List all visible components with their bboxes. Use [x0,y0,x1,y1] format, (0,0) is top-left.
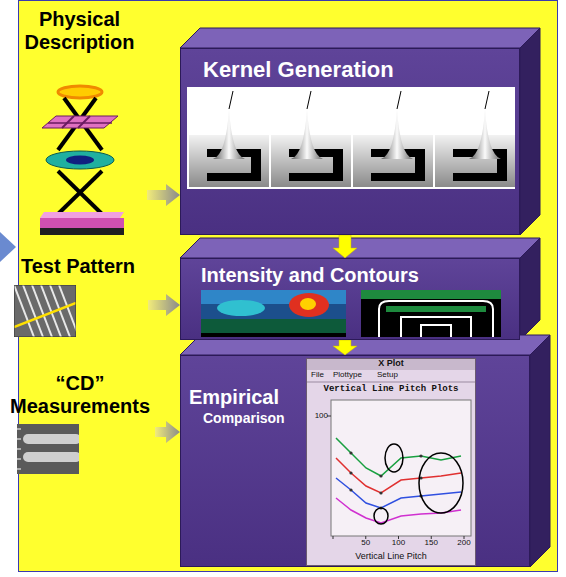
input-label: Physical Description [12,8,147,54]
input-label-holder: Test Pattern [8,255,148,278]
plot-text: 100 [308,411,328,420]
box-title: Kernel Generation [203,57,503,82]
plot-text: Vertical Line Pitch [306,551,476,561]
box-title-holder: Kernel Generation [203,57,503,82]
plot-text: 50 [356,538,376,547]
box-title-holder: Comparison [203,410,303,426]
plot-text: 150 [421,538,441,547]
input-item: Test Pattern [8,255,148,345]
plot-text-holder: 150 [421,538,441,547]
box-title-holder: Intensity and Contours [201,264,501,287]
plot-text: 100 [389,538,409,547]
plot-text-holder: 50 [356,538,376,547]
plot-text: 200 [454,538,474,547]
plot-text-holder: Vertical Line Pitch [306,551,476,561]
flow-arrow [155,421,180,443]
yellow-panel [19,1,558,572]
plot-text-holder: 100 [308,411,328,420]
box-title: Empirical [189,386,304,409]
sem-image [17,424,79,474]
plot-text-holder: 200 [454,538,474,547]
box-title: Comparison [203,410,303,426]
plot-text-holder: Vertical Line Pitch Plots [306,384,476,394]
input-label-holder: “CD” Measurements [5,372,155,418]
test-pattern-image [14,285,76,337]
flow-arrow [147,184,180,206]
flow-arrow [333,340,357,355]
plot-text: File [311,370,331,379]
entry-arrow [0,232,16,262]
kernel-images [187,87,515,189]
plot-text-holder: X Plot [306,358,476,368]
plot-text: Plottype [333,370,373,379]
process-box: Intensity and Contours [180,258,520,340]
plot-text-holder: Plottype [333,370,373,379]
input-label: “CD” Measurements [5,372,155,418]
process-box: Kernel Generation [180,48,520,235]
input-label-holder: Physical Description [12,8,147,54]
plot-text-holder: 100 [389,538,409,547]
box-title: Intensity and Contours [201,264,501,287]
plot-text-holder: Setup [377,370,407,379]
optics-illustration [12,78,147,238]
plot-text-holder: File [311,370,331,379]
plot-text: X Plot [306,358,476,368]
box-title-holder: Empirical [189,386,304,409]
plot-text: Vertical Line Pitch Plots [306,384,476,394]
input-item: “CD” Measurements [5,372,155,482]
process-box: EmpiricalComparison X PlotFilePlottype Set… [180,355,530,567]
input-label: Test Pattern [8,255,148,278]
flow-arrow [333,235,357,258]
flow-arrow [148,294,180,316]
input-item: Physical Description [12,8,147,240]
plot-text: Setup [377,370,407,379]
box-faces [180,28,550,567]
